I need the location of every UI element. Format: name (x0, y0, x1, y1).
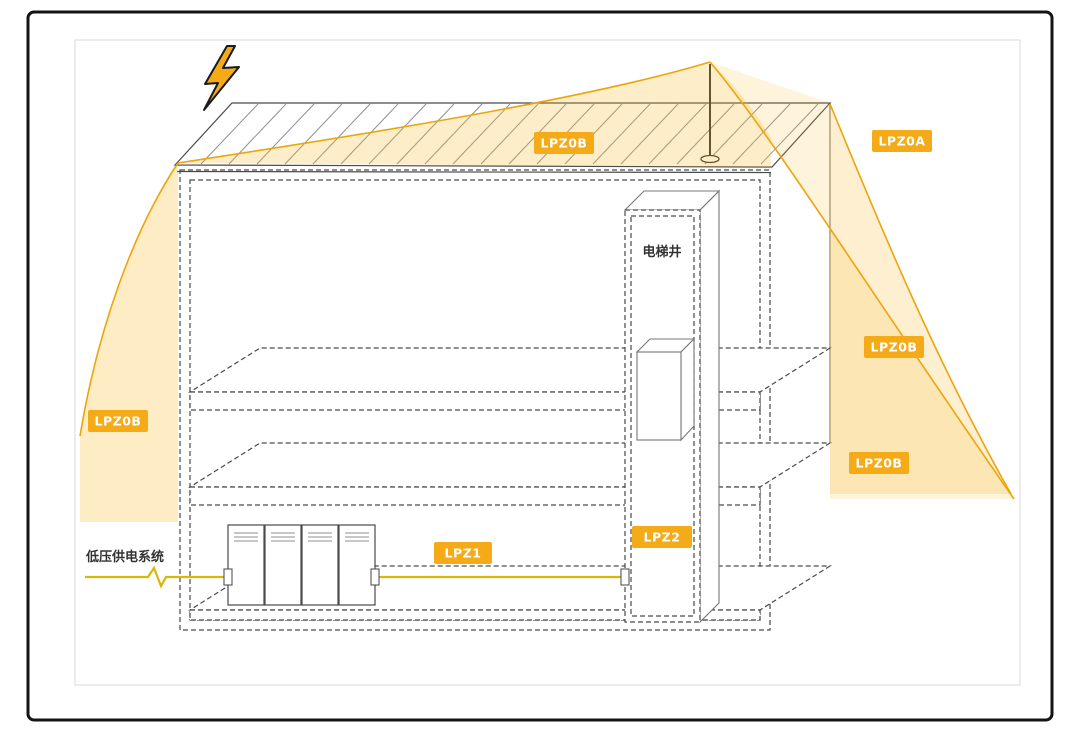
air-terminal-rod (700, 64, 720, 164)
svg-text:LPZ0B: LPZ0B (541, 136, 588, 151)
zone-badges: LPZ0B LPZ0A LPZ0B LPZ0B LPZ0B LPZ1 LPZ2 (88, 130, 932, 564)
cabinet (338, 524, 376, 606)
svg-text:LPZ0A: LPZ0A (878, 134, 925, 149)
zone-fill-left (80, 163, 178, 522)
floor-slab-lower (187, 442, 833, 506)
zone-fill-right-outer (710, 62, 1014, 499)
cabinet (227, 524, 265, 606)
roof (173, 102, 832, 174)
roof-plane (173, 102, 832, 168)
svg-text:LPZ2: LPZ2 (644, 530, 681, 545)
zone-badge-right-upper: LPZ0B (864, 336, 924, 358)
wire-connector (370, 568, 380, 586)
svg-text:LPZ1: LPZ1 (445, 546, 482, 561)
svg-text:LPZ0B: LPZ0B (871, 340, 918, 355)
zone-curve-right-inner (829, 103, 1012, 495)
zone-badge-elevator: LPZ2 (632, 526, 692, 548)
elevator-shaft-side (699, 189, 720, 624)
roof-fascia (176, 170, 772, 174)
zone-curve-left (79, 162, 179, 437)
zone-curve-right-outer (709, 61, 1015, 500)
wire-connector (620, 568, 630, 586)
zone-badge-right-lower: LPZ0B (849, 452, 909, 474)
cabinet (301, 524, 339, 606)
zone-badge-outer: LPZ0A (872, 130, 932, 152)
zone-badge-roof: LPZ0B (534, 132, 594, 154)
cabinet (264, 524, 302, 606)
elevator-car (635, 337, 696, 442)
power-cabinets (227, 524, 376, 606)
zone-badge-left: LPZ0B (88, 410, 148, 432)
zone-badge-interior: LPZ1 (434, 542, 492, 564)
protection-zones (79, 61, 1015, 522)
svg-text:LPZ0B: LPZ0B (856, 456, 903, 471)
lightning-bolt-icon (203, 45, 240, 111)
zone-curve-roof (177, 61, 711, 164)
power-supply-wire: 低压供电系统 (85, 549, 630, 589)
floor-slab-upper (187, 347, 833, 411)
elevator-shaft-label: 电梯井 (642, 244, 681, 260)
svg-text:LPZ0B: LPZ0B (95, 414, 142, 429)
rod-base (700, 154, 720, 164)
wire-left-segment (85, 565, 224, 589)
zone-fill-right-inner (830, 104, 1011, 494)
elevator-shaft: 电梯井 (623, 189, 721, 624)
power-system-label: 低压供电系统 (85, 549, 164, 565)
wire-connector (223, 568, 233, 586)
